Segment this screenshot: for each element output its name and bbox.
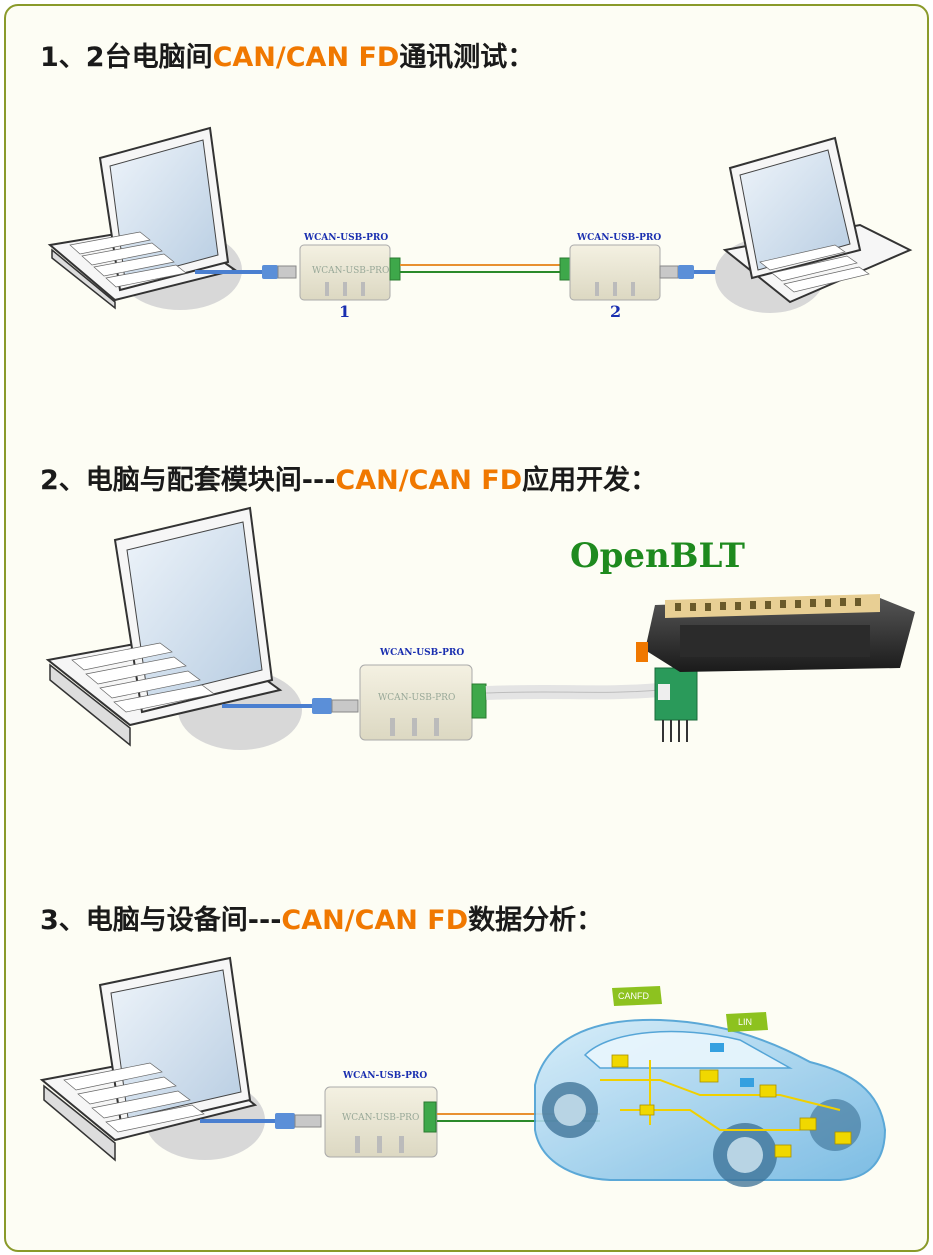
lin-tag-text: LIN [738,1017,752,1027]
section-3-suffix: 数据分析： [468,905,604,936]
usb-cable-1 [195,265,297,279]
wcan-device-4: WCAN-USB-PRO [324,1086,438,1158]
section-3-heading: 3、电脑与设备间---CAN/CAN FD数据分析： [40,898,603,937]
device-2-label: WCAN-USB-PRO [577,233,662,243]
wcan-device-2 [559,244,661,301]
ecu-module [636,594,915,672]
canfd-tag: CANFD [612,986,662,1006]
adapter-board [654,667,698,742]
section-1-prefix: 1、2台电脑间 [40,42,213,73]
section-3-accent: CAN/CAN FD [281,905,469,936]
laptop-4-icon [39,956,265,1162]
device-3-label: WCAN-USB-PRO [380,648,465,658]
section-2-suffix: 应用开发： [522,465,658,496]
section-2-heading: 2、电脑与配套模块间---CAN/CAN FD应用开发： [40,458,657,497]
wcan-device-3: WCAN-USB-PRO [359,664,487,741]
section-1-accent: CAN/CAN FD [212,42,400,73]
node-number-2: 2 [610,302,622,321]
section-1-suffix: 通讯测试： [399,42,535,73]
canfd-tag-text: CANFD [618,991,649,1001]
device-3-print: WCAN-USB-PRO [378,693,455,703]
section-2-prefix: 2、电脑与配套模块间--- [40,465,336,496]
openblt-label: OpenBLT [570,536,745,576]
usb-cable-4 [200,1113,322,1129]
section-3-prefix: 3、电脑与设备间--- [40,905,282,936]
usb-cable-3 [222,698,359,714]
device-4-label: WCAN-USB-PRO [343,1071,428,1081]
node-number-1: 1 [339,302,351,321]
laptop-3-icon [45,506,302,750]
device-1-label: WCAN-USB-PRO [304,233,389,243]
section-2-accent: CAN/CAN FD [335,465,523,496]
wcan-device-1: WCAN-USB-PRO [299,244,401,301]
section-1-heading: 1、2台电脑间CAN/CAN FD通讯测试： [40,35,534,74]
device-4-print: WCAN-USB-PRO [342,1113,419,1123]
device-1-print: WCAN-USB-PRO [312,266,389,276]
vehicle-icon [534,1018,887,1187]
laptop-1-icon [47,126,242,310]
lin-tag: LIN [726,1012,768,1032]
laptop-2-icon [715,136,913,313]
